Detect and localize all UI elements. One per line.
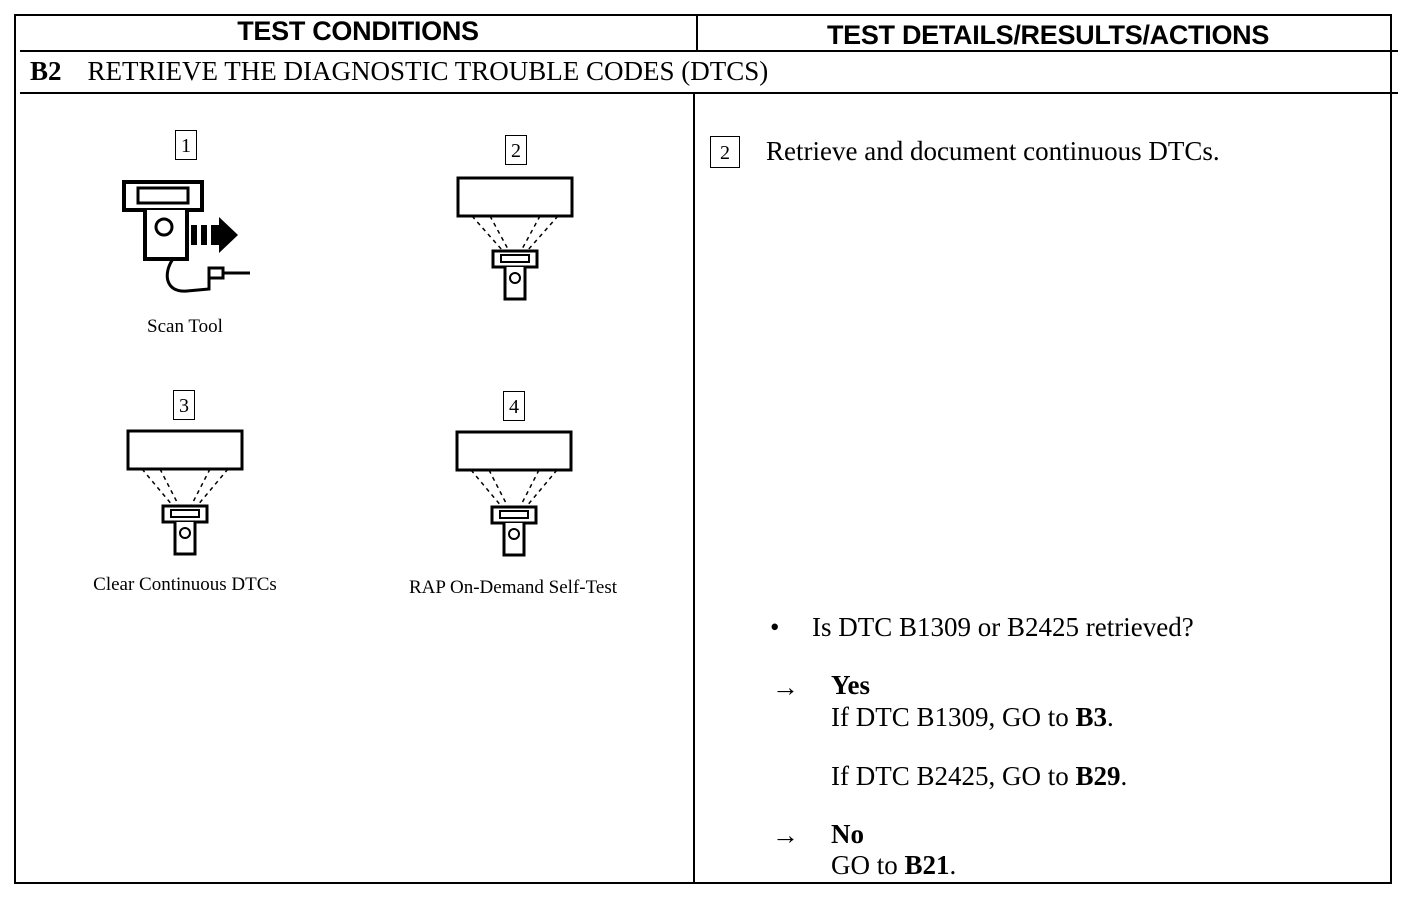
step-3-number: 3 [173, 390, 195, 420]
yes-action-2-suffix: . [1120, 761, 1128, 791]
no-action: GO to B21. [831, 850, 956, 881]
yes-action-1-target: B3 [1075, 702, 1108, 732]
instruction-text: Retrieve and document continuous DTCs. [766, 136, 1220, 166]
no-action-text: GO to [831, 850, 905, 880]
no-label: No [831, 819, 864, 849]
header-test-conditions: TEST CONDITIONS [237, 16, 479, 46]
detail-step-number: 2 [710, 136, 740, 168]
section-rule [20, 92, 1398, 94]
no-action-target: B21 [904, 850, 950, 880]
header-test-details: TEST DETAILS/RESULTS/ACTIONS [826, 20, 1270, 50]
yes-action-2-target: B29 [1075, 761, 1121, 791]
header-rule [20, 50, 1398, 52]
step-4-caption: RAP On-Demand Self-Test [409, 577, 617, 598]
scan-tool-display-icon [456, 176, 574, 301]
section-code: B2 [30, 56, 62, 86]
clear-dtcs-display-icon [126, 429, 244, 556]
self-test-display-icon [455, 430, 573, 557]
no-arrow: → [772, 820, 799, 850]
body-column-divider [693, 93, 695, 884]
question-bullet: • [770, 612, 780, 642]
yes-action-2-text: If DTC B2425, GO to [831, 761, 1076, 791]
no-action-suffix: . [949, 850, 957, 880]
step-3-caption: Clear Continuous DTCs [93, 574, 277, 595]
yes-label: Yes [831, 670, 870, 700]
yes-action-1-text: If DTC B1309, GO to [831, 702, 1076, 732]
header-column-divider [696, 14, 698, 52]
yes-action-2: If DTC B2425, GO to B29. [831, 761, 1127, 792]
section-title: RETRIEVE THE DIAGNOSTIC TROUBLE CODES (D… [87, 56, 769, 86]
yes-action-1-suffix: . [1107, 702, 1114, 732]
yes-arrow: → [772, 672, 799, 702]
step-2-number: 2 [505, 135, 527, 165]
step-1-number: 1 [175, 130, 197, 160]
scan-tool-icon [122, 180, 250, 293]
table-frame [14, 14, 1392, 884]
step-4-number: 4 [503, 391, 525, 421]
yes-action-1: If DTC B1309, GO to B3. [831, 702, 1114, 733]
section-heading: B2 RETRIEVE THE DIAGNOSTIC TROUBLE CODES … [30, 56, 768, 87]
question-text: Is DTC B1309 or B2425 retrieved? [812, 612, 1194, 642]
step-1-caption: Scan Tool [147, 316, 223, 337]
